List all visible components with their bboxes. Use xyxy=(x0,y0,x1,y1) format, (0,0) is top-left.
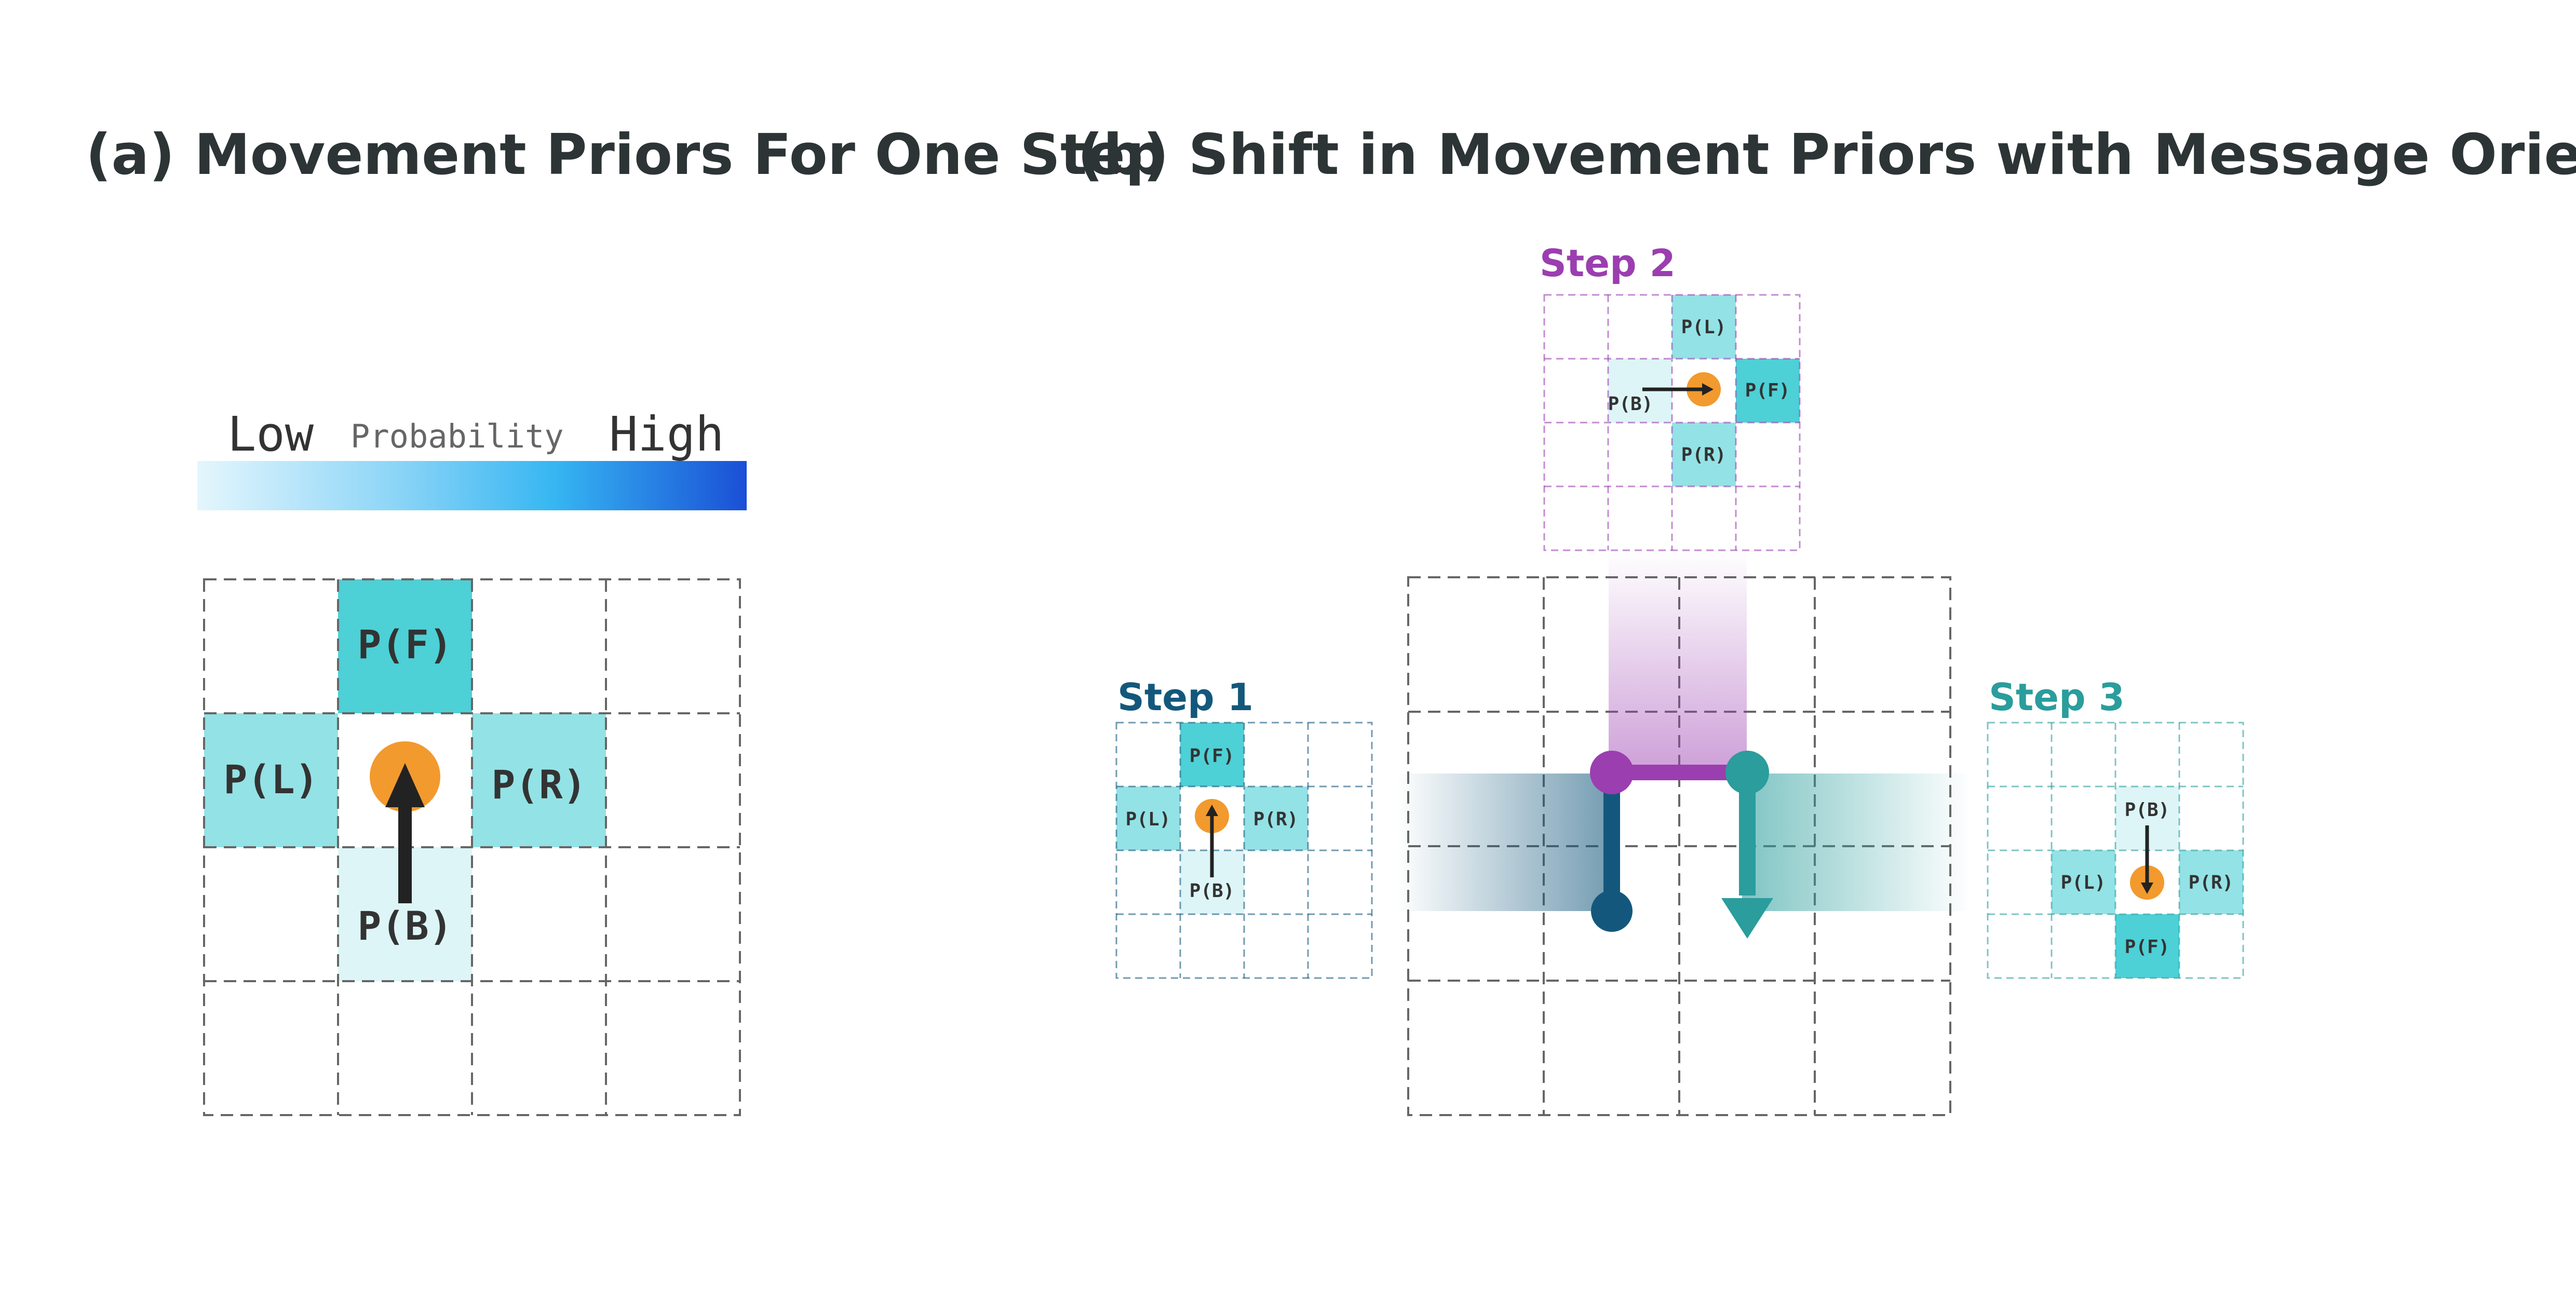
label-forward: P(F) xyxy=(357,621,452,668)
step1-label-left: P(L) xyxy=(1126,809,1171,830)
step1-label-forward: P(F) xyxy=(1190,745,1235,767)
step2-cell-left xyxy=(1672,295,1736,359)
step2-heading-arrowhead xyxy=(1702,383,1714,396)
step3-label-right: P(R) xyxy=(2189,872,2234,893)
step1-cell-right xyxy=(1244,786,1308,850)
panel-b-title: (b) Shift in Movement Priors with Messag… xyxy=(1077,123,2576,187)
step2-cell-right xyxy=(1672,423,1736,486)
legend-high-label: High xyxy=(609,406,724,462)
step1-cell-left xyxy=(1116,786,1180,850)
step1-label-right: P(R) xyxy=(1253,809,1299,830)
step1-grid xyxy=(1115,722,1373,979)
step3-cell-forward xyxy=(2115,914,2179,978)
step2-label-right: P(R) xyxy=(1681,444,1727,466)
legend-low-label: Low xyxy=(227,406,314,462)
cell-right xyxy=(472,713,606,847)
step3-label-left: P(L) xyxy=(2061,872,2106,893)
legend-probability-label: Probability xyxy=(350,417,564,455)
step2-label-back: P(B) xyxy=(1608,394,1653,415)
step1-cell-forward xyxy=(1180,723,1244,786)
cell-left xyxy=(204,713,338,847)
step1-title: Step 1 xyxy=(1117,675,1253,719)
step3-title: Step 3 xyxy=(1989,675,2125,719)
step2-start-node xyxy=(1590,751,1634,794)
step2-cell-forward xyxy=(1736,359,1800,423)
step3-start-node xyxy=(1725,751,1769,794)
step3-cell-right xyxy=(2179,850,2243,914)
step3-grid xyxy=(1987,722,2244,979)
label-left: P(L) xyxy=(223,756,318,803)
heading-arrow-head xyxy=(385,763,425,807)
panel-a-grid xyxy=(203,578,741,1116)
step2-label-forward: P(F) xyxy=(1745,380,1790,401)
label-right: P(R) xyxy=(491,762,586,808)
probability-color-scale xyxy=(197,461,747,510)
label-back: P(B) xyxy=(357,903,452,949)
step3-heading-arrowhead xyxy=(2141,883,2153,894)
step1-heading-arrowhead xyxy=(1206,805,1218,816)
step1-label-back: P(B) xyxy=(1190,880,1235,902)
step2-label-left: P(L) xyxy=(1681,317,1727,338)
cell-forward xyxy=(338,579,472,713)
step2-title: Step 2 xyxy=(1540,241,1676,285)
step3-arrowhead xyxy=(1721,898,1773,939)
step1-orientation-band xyxy=(1397,774,1615,911)
step2-orientation-band xyxy=(1609,550,1747,775)
step3-cell-left xyxy=(2052,850,2115,914)
step3-label-back: P(B) xyxy=(2125,799,2170,821)
step3-orientation-band xyxy=(1742,774,1971,911)
step2-grid xyxy=(1543,294,1801,551)
step1-start-node xyxy=(1591,890,1633,932)
panel-a-title: (a) Movement Priors For One Step xyxy=(86,123,1165,187)
step3-label-forward: P(F) xyxy=(2125,937,2170,958)
